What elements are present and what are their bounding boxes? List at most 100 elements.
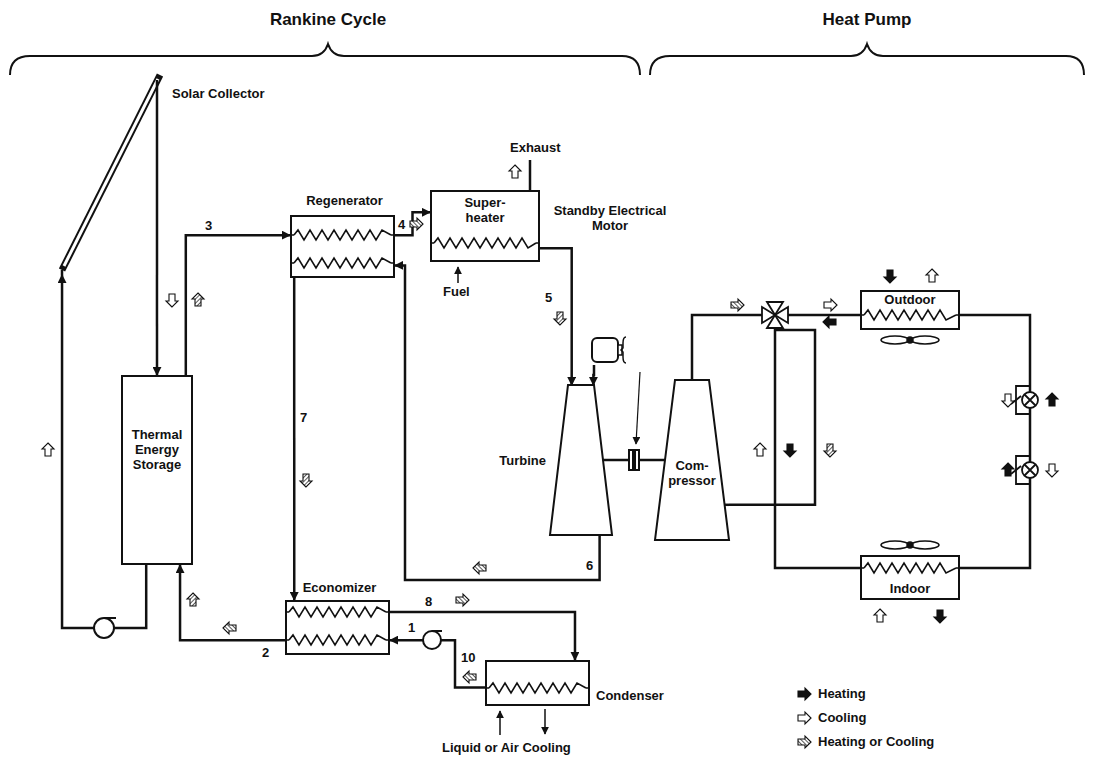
shaft-coupling bbox=[629, 450, 639, 470]
flow-arrow-part bbox=[223, 622, 236, 634]
economizer: Economizer bbox=[285, 600, 390, 655]
node-label: Thermal Energy Storage bbox=[123, 427, 191, 472]
node-label: Outdoor bbox=[862, 292, 958, 307]
flow-arrow-part bbox=[1046, 393, 1058, 406]
compressor-drawing-part bbox=[655, 459, 665, 462]
economizer-drawing bbox=[285, 600, 390, 655]
expansion-valve-part bbox=[1022, 462, 1038, 478]
fan-part bbox=[907, 542, 913, 548]
cooling-arrows-part bbox=[544, 709, 546, 734]
standby-motor-drawing bbox=[590, 335, 630, 365]
state-number: 5 bbox=[545, 290, 552, 305]
expansion-valve-part bbox=[1022, 392, 1038, 408]
flow-arrow-part bbox=[1002, 463, 1014, 476]
cooling-label: Liquid or Air Cooling bbox=[442, 740, 571, 755]
flow-arrow-part bbox=[731, 299, 744, 311]
pipe-connector bbox=[592, 365, 595, 385]
feed-pump-part bbox=[423, 631, 441, 649]
state-number: 4 bbox=[398, 217, 405, 232]
legend-text: Cooling bbox=[818, 710, 866, 725]
superheater-drawing-part bbox=[430, 242, 540, 244]
indoor-coil: Indoor bbox=[860, 555, 960, 600]
turbine-drawing-part bbox=[603, 459, 612, 462]
heat-exchanger-coil bbox=[294, 258, 391, 268]
condenser-drawing-part bbox=[485, 687, 590, 689]
standby-motor: Standby Electrical Motor bbox=[590, 335, 630, 365]
flow-arrow-part bbox=[784, 444, 796, 457]
heat-exchanger-coil bbox=[289, 607, 386, 617]
feed-pump-part bbox=[432, 630, 442, 632]
motor-leader bbox=[636, 372, 640, 444]
state-number: 10 bbox=[461, 650, 475, 665]
pipe-connector bbox=[729, 330, 860, 568]
expansion-valve-part bbox=[1025, 465, 1036, 476]
flow-arrow-part bbox=[463, 671, 476, 683]
standby-motor-drawing-part bbox=[592, 338, 618, 362]
regenerator-drawing-part bbox=[290, 234, 395, 236]
node-label: Condenser bbox=[596, 688, 664, 703]
solar-collector-drawing bbox=[55, 70, 165, 275]
exhaust-pipe-part bbox=[529, 160, 532, 190]
fan-part bbox=[911, 541, 939, 549]
node-label: Turbine bbox=[499, 453, 546, 468]
fuel-arrow-part bbox=[457, 267, 459, 283]
feed-pump bbox=[423, 631, 442, 649]
legend-text: Heating bbox=[818, 686, 866, 701]
flow-arrow-part bbox=[884, 270, 896, 283]
state-number: 1 bbox=[408, 620, 415, 635]
pipe-connector bbox=[293, 278, 296, 600]
turbine-drawing bbox=[550, 385, 612, 535]
heat-exchanger-coil bbox=[864, 310, 956, 320]
expansion-valve-part bbox=[1025, 395, 1036, 406]
flow-arrow-part bbox=[456, 594, 469, 606]
solar-pump-part bbox=[104, 617, 116, 619]
flow-arrow-part bbox=[509, 165, 521, 178]
compressor-drawing-part bbox=[725, 504, 729, 507]
flow-arrow-part bbox=[823, 316, 836, 328]
outdoor-coil-drawing-part bbox=[860, 314, 960, 316]
node-label: Solar Collector bbox=[172, 86, 264, 101]
fuel-label: Fuel bbox=[443, 284, 470, 299]
flow-arrow-part bbox=[410, 218, 423, 230]
fan-part bbox=[881, 336, 909, 344]
fan-part bbox=[911, 336, 939, 344]
regenerator-drawing-part bbox=[290, 262, 395, 264]
flow-arrow-part bbox=[934, 610, 946, 623]
shaft-coupling-part bbox=[629, 450, 633, 470]
cooling-arrows bbox=[500, 709, 545, 735]
motor-leader-part bbox=[636, 372, 640, 444]
reversing-valve bbox=[762, 302, 788, 328]
flow-arrow-part bbox=[824, 444, 836, 457]
fan-part bbox=[881, 541, 909, 549]
flow-arrow-part bbox=[554, 312, 566, 325]
superheater: Super- heater bbox=[430, 190, 540, 262]
node-label: Indoor bbox=[862, 581, 958, 596]
legend-text: Heating or Cooling bbox=[818, 734, 934, 749]
pipe-connector bbox=[395, 212, 430, 235]
legend-sample-part bbox=[798, 688, 811, 700]
solar-collector: Solar Collector bbox=[55, 70, 165, 275]
flow-arrow-part bbox=[1002, 394, 1014, 407]
fan bbox=[881, 336, 939, 549]
reversing-valve-part bbox=[767, 315, 783, 328]
heat-exchanger-coil bbox=[289, 635, 386, 645]
solar-collector-drawing-part bbox=[62, 75, 160, 270]
node-label: Standby Electrical Motor bbox=[552, 203, 668, 233]
indoor-coil-drawing-part bbox=[860, 567, 960, 569]
legend-sample bbox=[798, 688, 811, 748]
legend-sample-part bbox=[798, 712, 811, 724]
heat-exchanger-coil bbox=[434, 238, 536, 248]
state-number: 7 bbox=[300, 410, 307, 425]
flow-arrow bbox=[42, 165, 1058, 683]
pipe-connector bbox=[62, 275, 146, 628]
state-number: 3 bbox=[205, 218, 212, 233]
thermal-storage: Thermal Energy Storage bbox=[121, 375, 193, 565]
fan-part bbox=[907, 337, 913, 343]
flow-arrow-part bbox=[1046, 464, 1058, 477]
pipe-connector bbox=[180, 565, 285, 640]
exhaust-pipe bbox=[529, 160, 532, 190]
turbine-drawing-part bbox=[550, 385, 612, 535]
outdoor-coil: Outdoor bbox=[860, 290, 960, 330]
pipe-connector bbox=[390, 612, 575, 660]
